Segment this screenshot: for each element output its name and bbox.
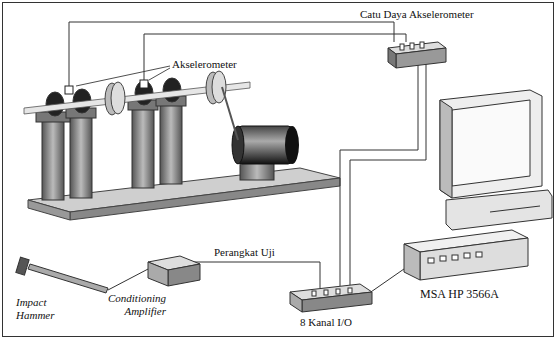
frame	[3, 3, 554, 337]
conditioning-amplifier	[148, 256, 200, 286]
accelerometers	[65, 80, 148, 94]
device-label: Catu Daya Akselerometer	[360, 8, 474, 21]
device-label: MSA HP 3566A	[420, 288, 499, 302]
device-label: 8 Kanal I/O	[300, 316, 352, 329]
power-supply	[388, 42, 446, 68]
io-box	[290, 284, 372, 312]
part-label: Akselerometer	[172, 58, 237, 71]
part-label: Perangkat Uji	[214, 246, 275, 259]
computer	[404, 90, 552, 280]
device-label: Impact Hammer	[16, 296, 66, 321]
motor	[222, 87, 299, 164]
couplings	[105, 71, 226, 115]
impact-hammer	[16, 257, 108, 293]
device-label: Conditioning Amplifier	[96, 292, 166, 317]
leader-lines	[76, 66, 170, 86]
signal-wires	[69, 22, 426, 294]
